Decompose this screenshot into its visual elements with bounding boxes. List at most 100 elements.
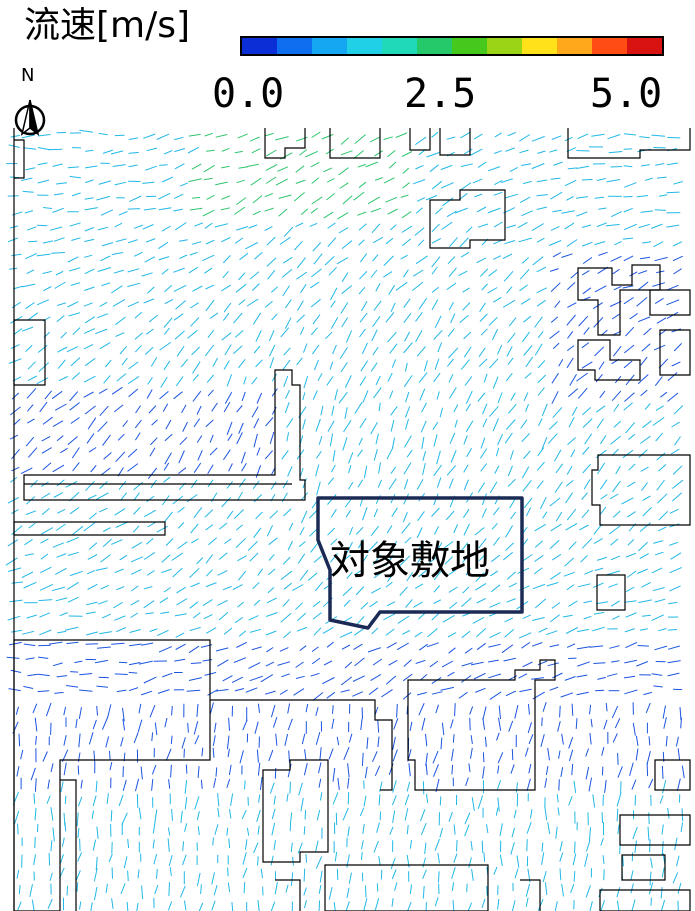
velocity-vector bbox=[509, 166, 519, 173]
velocity-vector bbox=[189, 567, 200, 578]
velocity-vector bbox=[182, 421, 188, 432]
velocity-vector bbox=[173, 391, 183, 400]
velocity-vector bbox=[479, 268, 489, 277]
velocity-vector bbox=[55, 597, 68, 602]
velocity-vector bbox=[339, 631, 353, 638]
velocity-vector bbox=[355, 616, 365, 626]
velocity-vector bbox=[340, 362, 348, 373]
velocity-vector bbox=[338, 227, 349, 234]
velocity-vector bbox=[514, 704, 519, 719]
velocity-vector bbox=[180, 810, 183, 823]
velocity-vector bbox=[340, 137, 349, 145]
velocity-vector bbox=[143, 133, 156, 139]
velocity-vector bbox=[286, 793, 289, 802]
velocity-vector bbox=[328, 886, 333, 900]
velocity-vector bbox=[488, 269, 498, 277]
velocity-vector bbox=[111, 642, 125, 645]
velocity-vector bbox=[523, 497, 533, 509]
velocity-vector bbox=[465, 226, 473, 233]
velocity-vector bbox=[130, 612, 139, 618]
velocity-vector bbox=[504, 629, 515, 638]
velocity-vector bbox=[550, 177, 561, 180]
velocity-vector bbox=[433, 599, 442, 604]
velocity-vector bbox=[657, 526, 667, 532]
velocity-vector bbox=[519, 688, 532, 693]
velocity-vector bbox=[489, 631, 501, 639]
velocity-vector bbox=[546, 582, 559, 587]
velocity-vector bbox=[431, 299, 439, 311]
velocity-vector bbox=[421, 402, 427, 413]
velocity-vector bbox=[407, 901, 412, 911]
velocity-vector bbox=[38, 599, 53, 602]
velocity-vector bbox=[624, 689, 638, 695]
velocity-vector bbox=[163, 511, 173, 523]
velocity-vector bbox=[623, 402, 633, 411]
velocity-vector bbox=[319, 870, 323, 883]
velocity-vector bbox=[588, 777, 592, 792]
velocity-vector bbox=[57, 508, 66, 514]
target-site-label: 対象敷地 bbox=[330, 538, 490, 584]
velocity-vector bbox=[566, 357, 574, 369]
velocity-vector bbox=[426, 152, 440, 158]
velocity-vector bbox=[52, 163, 63, 167]
velocity-vector bbox=[7, 539, 19, 547]
velocity-vector bbox=[332, 450, 336, 462]
velocity-vector bbox=[222, 449, 231, 461]
velocity-vector bbox=[616, 808, 619, 822]
velocity-vector bbox=[92, 795, 97, 807]
velocity-vector bbox=[186, 689, 201, 692]
velocity-vector bbox=[256, 749, 259, 763]
velocity-vector bbox=[284, 299, 292, 309]
velocity-vector bbox=[401, 225, 413, 233]
velocity-vector bbox=[128, 388, 139, 398]
velocity-vector bbox=[176, 586, 186, 594]
velocity-vector bbox=[247, 541, 258, 551]
velocity-vector bbox=[343, 554, 351, 561]
velocity-vector bbox=[624, 392, 635, 402]
velocity-vector bbox=[359, 328, 366, 338]
velocity-vector bbox=[641, 343, 651, 352]
velocity-vector bbox=[238, 422, 244, 434]
velocity-vector bbox=[145, 238, 156, 243]
velocity-vector bbox=[378, 462, 381, 474]
velocity-vector bbox=[102, 527, 111, 532]
velocity-vector bbox=[330, 538, 338, 546]
velocity-vector bbox=[116, 586, 125, 591]
velocity-vector bbox=[142, 181, 155, 184]
velocity-vector bbox=[211, 900, 216, 911]
velocity-vector bbox=[152, 822, 156, 834]
velocity-vector bbox=[32, 703, 38, 714]
velocity-vector bbox=[164, 299, 174, 305]
velocity-vector bbox=[126, 901, 129, 911]
velocity-vector bbox=[639, 553, 649, 559]
velocity-vector bbox=[672, 465, 683, 475]
velocity-vector bbox=[636, 661, 649, 667]
velocity-vector bbox=[370, 269, 378, 278]
velocity-vector bbox=[397, 615, 410, 624]
velocity-vector bbox=[236, 179, 245, 184]
velocity-vector bbox=[100, 467, 111, 476]
velocity-vector bbox=[437, 342, 443, 353]
velocity-vector bbox=[143, 551, 156, 560]
velocity-vector bbox=[281, 269, 293, 278]
velocity-vector bbox=[188, 266, 199, 274]
velocity-vector bbox=[568, 736, 574, 749]
velocity-vector bbox=[549, 149, 558, 153]
velocity-vector bbox=[48, 641, 63, 645]
velocity-vector bbox=[204, 509, 214, 518]
velocity-vector bbox=[450, 450, 457, 463]
velocity-vector bbox=[167, 838, 170, 852]
velocity-vector bbox=[303, 343, 308, 353]
velocity-vector bbox=[432, 421, 439, 430]
velocity-vector bbox=[205, 524, 214, 531]
velocity-vector bbox=[38, 644, 51, 647]
velocity-vector bbox=[249, 271, 260, 280]
building bbox=[275, 879, 301, 911]
velocity-vector bbox=[680, 822, 684, 833]
velocity-vector bbox=[234, 616, 244, 624]
velocity-vector bbox=[604, 779, 607, 793]
velocity-vector bbox=[672, 479, 684, 489]
velocity-vector bbox=[371, 316, 381, 328]
velocity-vector bbox=[606, 179, 620, 183]
